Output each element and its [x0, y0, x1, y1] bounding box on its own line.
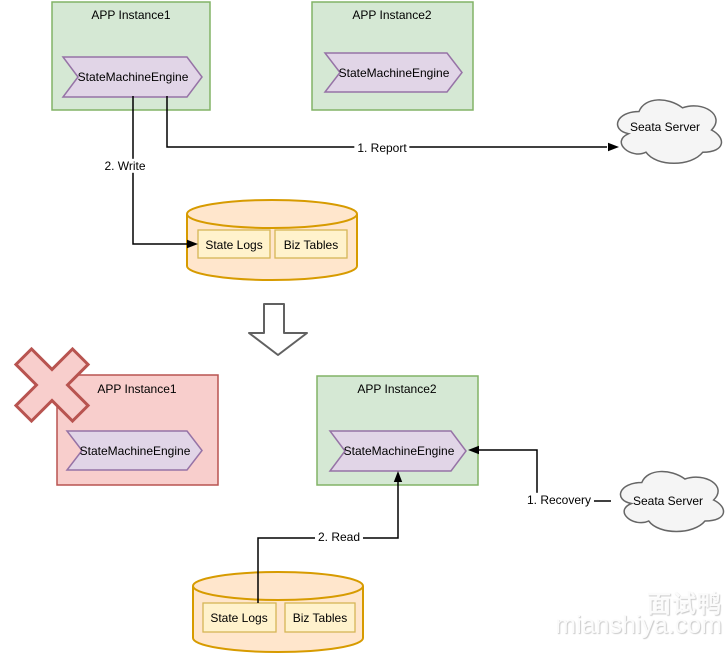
engine-shape-top2: [323, 52, 463, 93]
biz-tables-table-bottom: [284, 602, 356, 633]
app1-top-title: APP Instance1: [91, 7, 171, 22]
engine-shape-bottom2: [328, 430, 467, 472]
state-logs-top-label: State Logs: [205, 237, 263, 252]
report-arrowhead: [608, 142, 619, 152]
engine2-top-label: StateMachineEngine: [338, 65, 450, 80]
read-arrowhead: [393, 471, 403, 482]
cloud-shape-top: [616, 99, 723, 164]
database-cylinder-bottom: [192, 571, 364, 653]
engine-bottom-label: StateMachineEngine: [343, 443, 455, 458]
biz-tables-bottom-label: Biz Tables: [292, 610, 348, 625]
app2-top-title: APP Instance2: [352, 7, 432, 22]
report-label: 1. Report: [354, 140, 410, 156]
cloud-bottom-label: Seata Server: [632, 493, 704, 508]
database-cylinder-top: [186, 199, 358, 281]
recovery-label: 1. Recovery: [523, 492, 595, 508]
recovery-arrowhead: [468, 445, 479, 455]
app2-bottom-title: APP Instance2: [357, 381, 437, 396]
read-label: 2. Read: [314, 529, 364, 545]
watermark-brand-cn: 面试鸭: [647, 591, 722, 618]
connectors: [132, 96, 611, 603]
watermark-brand-url: mianshiya.com: [555, 611, 722, 639]
engine-failed-label: StateMachineEngine: [79, 443, 191, 458]
state-logs-bottom-label: State Logs: [210, 610, 268, 625]
state-logs-table-top: [197, 229, 271, 259]
engine1-top-label: StateMachineEngine: [77, 69, 189, 84]
write-label: 2. Write: [101, 158, 149, 174]
down-arrow-icon: [248, 303, 308, 356]
cloud-top-label: Seata Server: [629, 119, 701, 134]
biz-tables-top-label: Biz Tables: [283, 237, 339, 252]
arrowheads: [187, 142, 619, 482]
cloud-shape-bottom: [619, 470, 725, 533]
engine-shape-top1: [61, 56, 203, 98]
x-mark-icon: [13, 346, 91, 424]
biz-tables-table-top: [274, 229, 348, 259]
engine-shape-failed: [65, 430, 203, 471]
app1-failed-title: APP Instance1: [97, 381, 177, 396]
write-arrowhead: [187, 239, 198, 249]
report-connector: [166, 96, 607, 148]
state-logs-table-bottom: [202, 602, 277, 633]
write-connector: [132, 96, 188, 245]
